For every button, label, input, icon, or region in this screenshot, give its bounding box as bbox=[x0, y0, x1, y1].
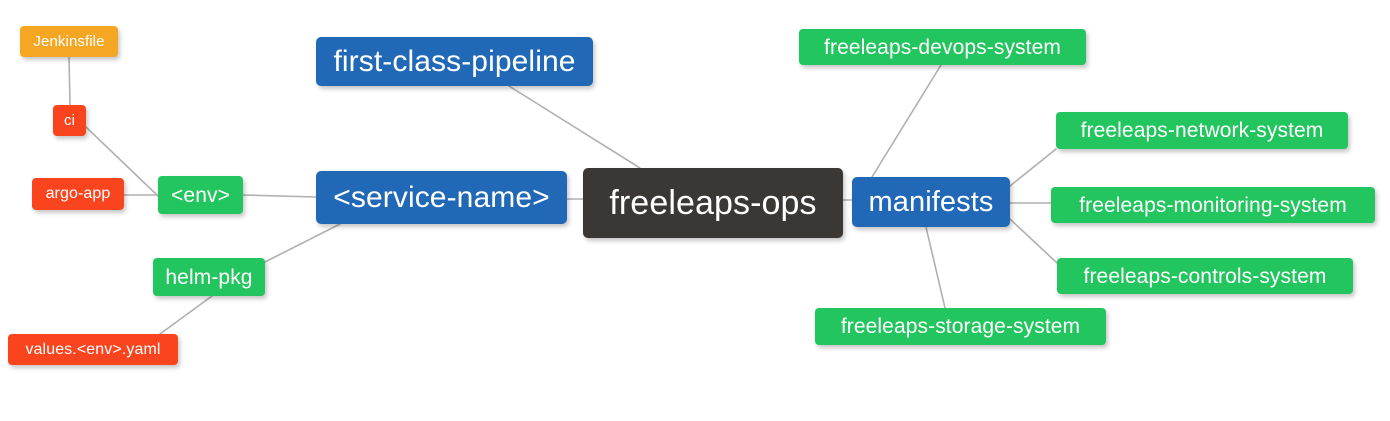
node-freeleaps-controls-system[interactable]: freeleaps-controls-system bbox=[1057, 258, 1353, 294]
node-freeleaps-devops-system[interactable]: freeleaps-devops-system bbox=[799, 29, 1086, 65]
node-freeleaps-monitoring-system[interactable]: freeleaps-monitoring-system bbox=[1051, 187, 1375, 223]
edge-freeleaps-controls-system-to-manifests bbox=[1009, 218, 1058, 264]
edge-jenkinsfile-to-ci bbox=[68, 56, 71, 106]
node-freeleaps-storage-system[interactable]: freeleaps-storage-system bbox=[815, 308, 1106, 345]
node-label-ci: ci bbox=[63, 112, 76, 129]
edge-freeleaps-devops-system-to-manifests bbox=[871, 64, 942, 178]
node-freeleaps-network-system[interactable]: freeleaps-network-system bbox=[1056, 112, 1348, 149]
node-freeleaps-ops[interactable]: freeleaps-ops bbox=[583, 168, 843, 238]
node-label-freeleaps-ops: freeleaps-ops bbox=[609, 184, 817, 222]
edge-env-to-service-name bbox=[242, 194, 317, 198]
node-label-manifests: manifests bbox=[868, 185, 994, 218]
edge-values-yaml-to-helm-pkg bbox=[159, 295, 213, 335]
node-label-freeleaps-network-system: freeleaps-network-system bbox=[1080, 119, 1324, 142]
node-first-class-pipeline[interactable]: first-class-pipeline bbox=[316, 37, 593, 86]
node-label-service-name: <service-name> bbox=[333, 180, 550, 214]
node-env[interactable]: <env> bbox=[158, 176, 243, 214]
node-label-argo-app: argo-app bbox=[45, 185, 111, 202]
node-label-helm-pkg: helm-pkg bbox=[165, 265, 253, 289]
node-values-yaml[interactable]: values.<env>.yaml bbox=[8, 334, 178, 365]
node-label-freeleaps-storage-system: freeleaps-storage-system bbox=[840, 315, 1081, 338]
node-service-name[interactable]: <service-name> bbox=[316, 171, 567, 224]
node-helm-pkg[interactable]: helm-pkg bbox=[153, 258, 265, 296]
node-label-env: <env> bbox=[171, 183, 230, 207]
node-label-freeleaps-devops-system: freeleaps-devops-system bbox=[824, 35, 1061, 59]
edge-freeleaps-storage-system-to-manifests bbox=[925, 226, 946, 309]
edge-helm-pkg-to-service-name bbox=[264, 223, 341, 263]
node-manifests[interactable]: manifests bbox=[852, 177, 1010, 227]
node-argo-app[interactable]: argo-app bbox=[32, 178, 124, 210]
node-ci[interactable]: ci bbox=[53, 105, 86, 136]
edge-first-class-pipeline-to-freeleaps-ops bbox=[508, 85, 641, 169]
node-label-values-yaml: values.<env>.yaml bbox=[25, 340, 161, 358]
node-label-freeleaps-monitoring-system: freeleaps-monitoring-system bbox=[1079, 193, 1347, 217]
edge-freeleaps-network-system-to-manifests bbox=[1009, 148, 1057, 187]
node-jenkinsfile[interactable]: Jenkinsfile bbox=[20, 26, 118, 57]
node-label-jenkinsfile: Jenkinsfile bbox=[33, 33, 105, 50]
node-label-first-class-pipeline: first-class-pipeline bbox=[333, 44, 576, 78]
node-label-freeleaps-controls-system: freeleaps-controls-system bbox=[1083, 264, 1327, 288]
